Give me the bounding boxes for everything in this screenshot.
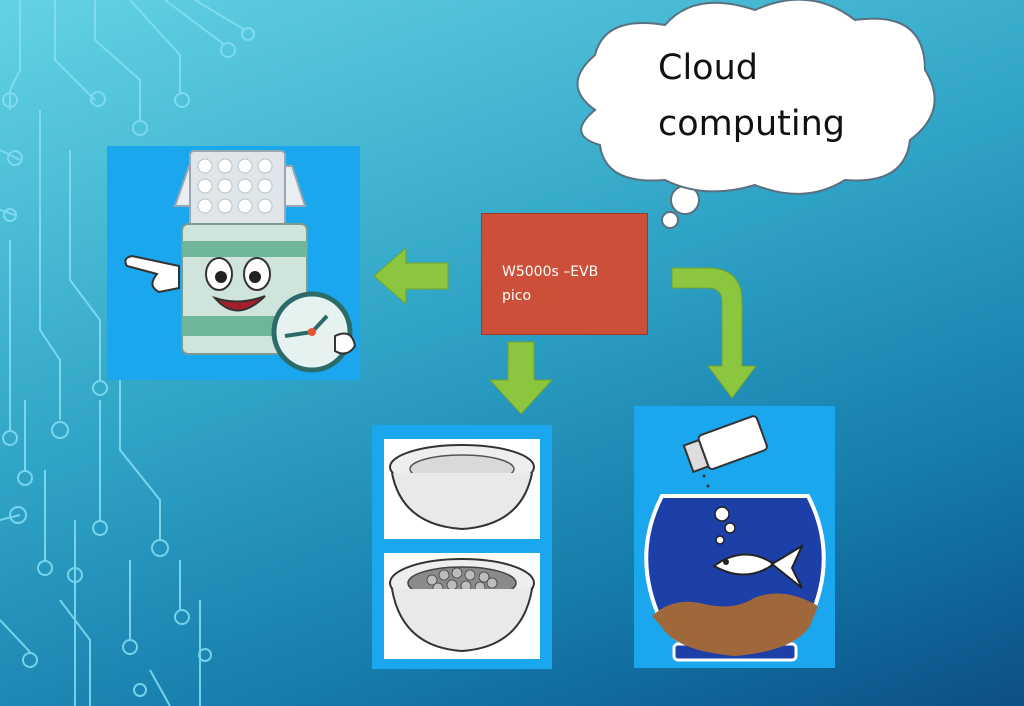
arrow-down-to-pet-bowls bbox=[488, 341, 554, 415]
pill-dispenser-panel bbox=[107, 146, 360, 380]
device-label-line1: W5000s –EVB bbox=[502, 264, 599, 280]
cloud-label: Cloud computing bbox=[658, 40, 878, 152]
fish-bowl-icon bbox=[644, 415, 826, 662]
cloud-label-line1: Cloud bbox=[658, 48, 758, 88]
w5000s-evb-pico-box: W5000s –EVB pico bbox=[481, 213, 648, 335]
device-label-line2: pico bbox=[502, 288, 532, 304]
arrow-curved-to-fish-bowl bbox=[671, 267, 757, 399]
fish-bowl-panel bbox=[634, 406, 835, 668]
cloud-label-line2: computing bbox=[658, 104, 845, 144]
cloud-shape bbox=[576, 0, 936, 229]
pet-bowls-panel bbox=[372, 425, 552, 669]
pill-bottle-clock-icon bbox=[124, 150, 357, 373]
food-bowls-icon bbox=[384, 439, 540, 659]
device-label: W5000s –EVB pico bbox=[502, 260, 642, 308]
arrow-left-to-pill-dispenser bbox=[373, 246, 449, 306]
